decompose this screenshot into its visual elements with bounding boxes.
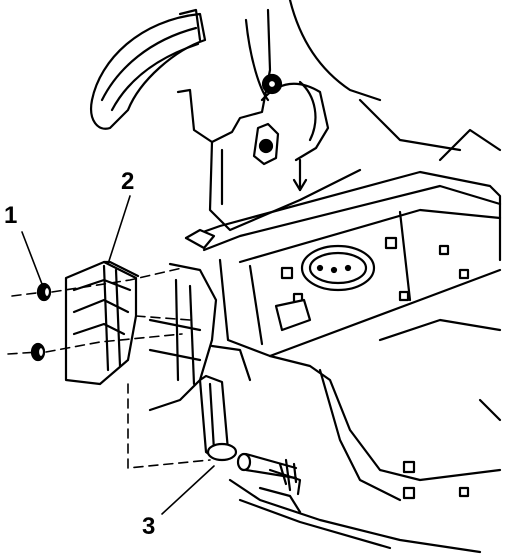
- inner-bracket: [148, 262, 252, 412]
- nut-icon: [30, 282, 52, 362]
- bolt-icon: [198, 374, 298, 486]
- fender-panel: [90, 8, 207, 130]
- callout-1: 1: [4, 202, 18, 229]
- exploded-view-lines: [7, 267, 211, 469]
- callout-3: 3: [142, 513, 156, 540]
- frame-rail: [184, 170, 502, 358]
- callout-2: 2: [121, 168, 135, 195]
- strut-tower: [176, 0, 502, 232]
- leader-lines: [21, 195, 215, 515]
- lower-cradle: [228, 318, 502, 554]
